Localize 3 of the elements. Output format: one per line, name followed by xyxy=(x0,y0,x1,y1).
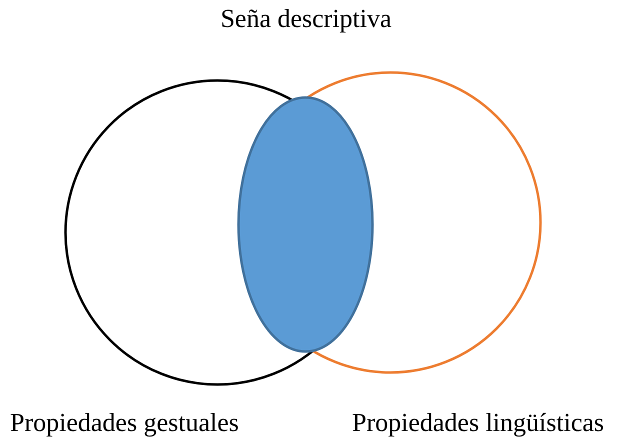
diagram-title: Seña descriptiva xyxy=(219,4,393,34)
circle-label: Propiedades lingüísticas xyxy=(352,408,604,438)
circle-label: Propiedades gestuales xyxy=(10,408,239,438)
